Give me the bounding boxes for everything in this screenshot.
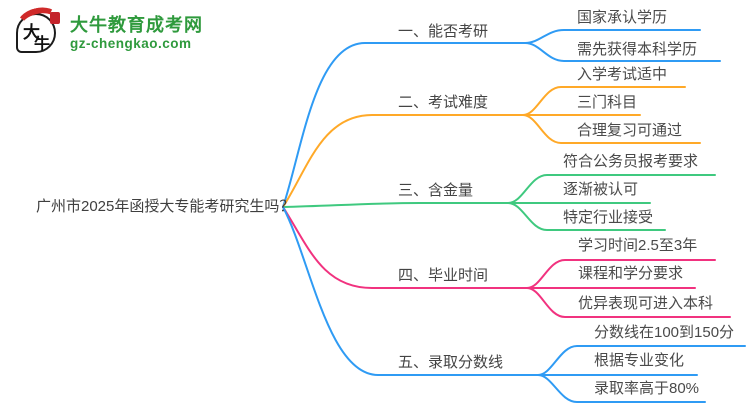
logo-site-domain: gz-chengkao.com: [70, 36, 192, 51]
branch-3-child-1-line: [507, 174, 716, 204]
site-logo: 大 牛 大牛教育成考网 gz-chengkao.com: [14, 3, 203, 56]
branch-3-child-3-label: 特定行业接受: [563, 209, 654, 226]
branch-4-line: [282, 206, 528, 289]
branch-5-line: [282, 206, 539, 376]
branch-5-child-2-label: 根据专业变化: [594, 352, 685, 369]
branch-4-child-2-label: 课程和学分要求: [578, 265, 684, 282]
branch-1-child-1-label: 国家承认学历: [577, 9, 668, 26]
branch-1-child-2-label: 需先获得本科学历: [577, 41, 698, 58]
branch-5-label: 五、录取分数线: [398, 354, 504, 371]
branch-3-child-2-label: 逐渐被认可: [563, 181, 639, 198]
logo-character-1: 大: [23, 23, 40, 42]
branch-4-child-1-label: 学习时间2.5至3年: [578, 237, 698, 254]
branch-5-child-1-line: [537, 345, 746, 376]
branch-2-label: 二、考试难度: [398, 94, 489, 111]
branch-5-child-1-label: 分数线在100到150分: [594, 324, 735, 341]
branch-3-child-1-label: 符合公务员报考要求: [563, 153, 699, 170]
branch-4-child-3-label: 优异表现可进入本科: [578, 295, 714, 312]
branch-1-label: 一、能否考研: [398, 23, 489, 40]
branch-4-child-1-line: [526, 259, 716, 289]
branch-2-child-1-line: [522, 86, 686, 116]
branch-2-line: [282, 114, 524, 208]
branch-2-child-3-label: 合理复习可通过: [577, 122, 683, 139]
logo-mark-icon: 大 牛: [14, 3, 62, 56]
branch-5-child-3-line: [537, 374, 706, 403]
branch-3-line: [282, 202, 509, 208]
logo-red-seal-icon: [50, 12, 60, 24]
branch-1-line: [282, 42, 526, 208]
branch-1-child-2-line: [524, 42, 721, 62]
branch-2-child-2-label: 三门科目: [577, 94, 638, 111]
logo-character-2: 牛: [34, 36, 51, 53]
branch-2-child-3-line: [522, 114, 701, 144]
branch-3-label: 三、含金量: [398, 182, 474, 199]
branch-4-child-3-line: [526, 287, 731, 318]
root-topic-label: 广州市2025年函授大专能考研究生吗？: [36, 198, 295, 215]
branch-3-child-3-line: [507, 202, 666, 231]
branch-2-child-1-label: 入学考试适中: [577, 66, 668, 83]
branch-5-child-3-label: 录取率高于80%: [594, 380, 700, 397]
logo-text-block: 大牛教育成考网 gz-chengkao.com: [70, 14, 203, 52]
logo-speech-bubble: [16, 13, 56, 53]
branch-4-label: 四、毕业时间: [398, 267, 489, 284]
logo-site-name: 大牛教育成考网: [70, 15, 203, 35]
